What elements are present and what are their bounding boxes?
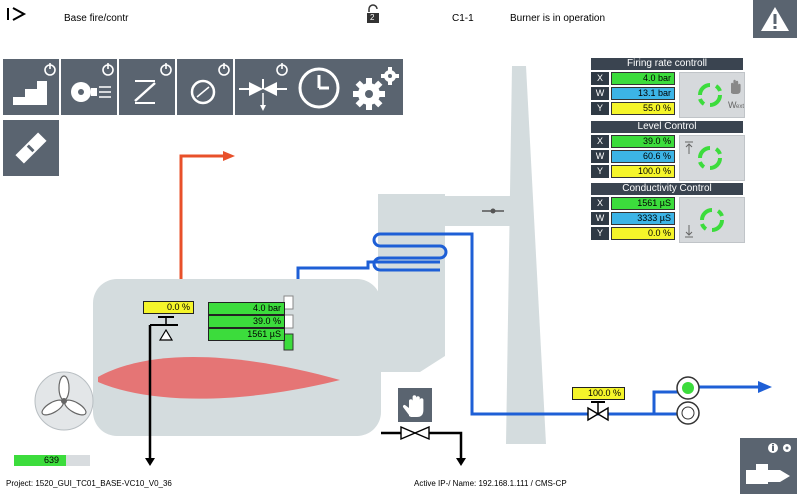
level-down-icon [685, 225, 693, 238]
level-y-value: 100.0 % [611, 165, 675, 178]
fan-power-button[interactable] [61, 59, 117, 115]
stairs-power-button[interactable] [3, 59, 59, 115]
economizer-housing [378, 194, 445, 372]
lock-icon [367, 4, 379, 23]
status-text: Burner is in operation [510, 13, 606, 24]
firing-x-label: X [591, 72, 609, 85]
firing-y-value: 55.0 % [611, 102, 675, 115]
auto-cycle-icon [700, 208, 724, 232]
alarm-button[interactable] [753, 0, 797, 38]
level-panel-title: Level Control [591, 121, 743, 133]
boiler-pressure-reading: 4.0 bar [208, 302, 285, 315]
level-indicator-mid [283, 314, 294, 329]
gears-icon [353, 67, 399, 110]
blowdown-manual-button[interactable] [398, 388, 432, 422]
nav-toggle-button[interactable] [6, 6, 28, 22]
hand-icon [731, 79, 741, 94]
clock-button[interactable] [291, 59, 347, 115]
firing-x-value: 4.0 bar [611, 72, 675, 85]
info-settings-button[interactable] [740, 438, 797, 494]
boiler-valve [150, 316, 178, 341]
feed-valve-position: 100.0 % [572, 387, 625, 400]
boiler-valve-position: 0.0 % [143, 301, 194, 314]
lock-level-number: 2 [370, 13, 375, 22]
feed-valve [587, 401, 609, 422]
location-label: C1-1 [452, 13, 474, 24]
stairs-power-icon [13, 63, 56, 105]
feed-pump-standby [676, 401, 700, 425]
firing-w-value[interactable]: 13.1 bar [611, 87, 675, 100]
firing-mode-box[interactable]: W ext [679, 72, 745, 118]
burner-fan [34, 371, 94, 431]
level-w-label: W [591, 150, 609, 163]
clock-icon [298, 67, 340, 109]
chimney [506, 66, 546, 444]
feed-outlet-arrow [758, 381, 772, 393]
boiler-conductivity-reading: 1561 µS [208, 328, 285, 341]
fan-power-icon [71, 63, 114, 102]
burner-flame [98, 357, 340, 399]
level-y-label: Y [591, 165, 609, 178]
conductivity-panel-title: Conductivity Control [591, 183, 743, 195]
steam-pipe [179, 154, 225, 279]
firing-y-label: Y [591, 102, 609, 115]
level-mode-box[interactable] [679, 135, 745, 181]
settings-button[interactable] [347, 59, 403, 115]
level-indicator-low [283, 333, 294, 351]
circle-power-icon [190, 63, 230, 105]
firing-w-label: W [591, 87, 609, 100]
auto-cycle-icon [698, 146, 722, 170]
warning-icon [761, 7, 789, 31]
cond-y-label: Y [591, 227, 609, 240]
counter-bar: 639 [14, 455, 90, 466]
lock-level-button[interactable]: 2 [366, 4, 380, 24]
cond-x-value: 1561 µS [611, 197, 675, 210]
auto-cycle-icon [698, 83, 722, 107]
play-outline-icon [7, 7, 27, 21]
project-info: Project: 1520_GUI_TC01_BASE-VC10_V0_36 [6, 479, 172, 488]
active-ip-info: Active IP-/ Name: 192.168.1.111 / CMS-CP [414, 479, 567, 488]
valve-power-button[interactable] [235, 59, 291, 115]
level-x-label: X [591, 135, 609, 148]
damper-power-icon [134, 63, 172, 104]
wrench-screwdriver-icon [15, 132, 47, 164]
cond-w-value[interactable]: 3333 µS [611, 212, 675, 225]
counter-bar-fill [14, 455, 66, 466]
damper-power-button[interactable] [119, 59, 175, 115]
firing-mode-label: W [728, 100, 737, 110]
feed-pump-running [676, 376, 700, 400]
cond-y-value: 0.0 % [611, 227, 675, 240]
info-settings-icon [746, 443, 791, 484]
valve-power-icon [239, 63, 288, 111]
cond-x-label: X [591, 197, 609, 210]
circle-power-button[interactable] [177, 59, 233, 115]
screen-title: Base fire/contr [64, 13, 129, 24]
cond-w-label: W [591, 212, 609, 225]
level-indicator-high [283, 295, 294, 310]
counter-value: 639 [44, 455, 60, 465]
boiler-level-reading: 39.0 % [208, 315, 285, 328]
level-x-value: 39.0 % [611, 135, 675, 148]
blowdown-valve [400, 425, 430, 441]
firing-mode-sub: ext [736, 104, 745, 110]
hand-icon [402, 395, 424, 417]
level-w-value[interactable]: 60.6 % [611, 150, 675, 163]
firing-panel-title: Firing rate controll [591, 58, 743, 70]
level-up-icon [685, 141, 693, 154]
conductivity-mode-box[interactable] [679, 197, 745, 243]
tools-button[interactable] [3, 120, 59, 176]
